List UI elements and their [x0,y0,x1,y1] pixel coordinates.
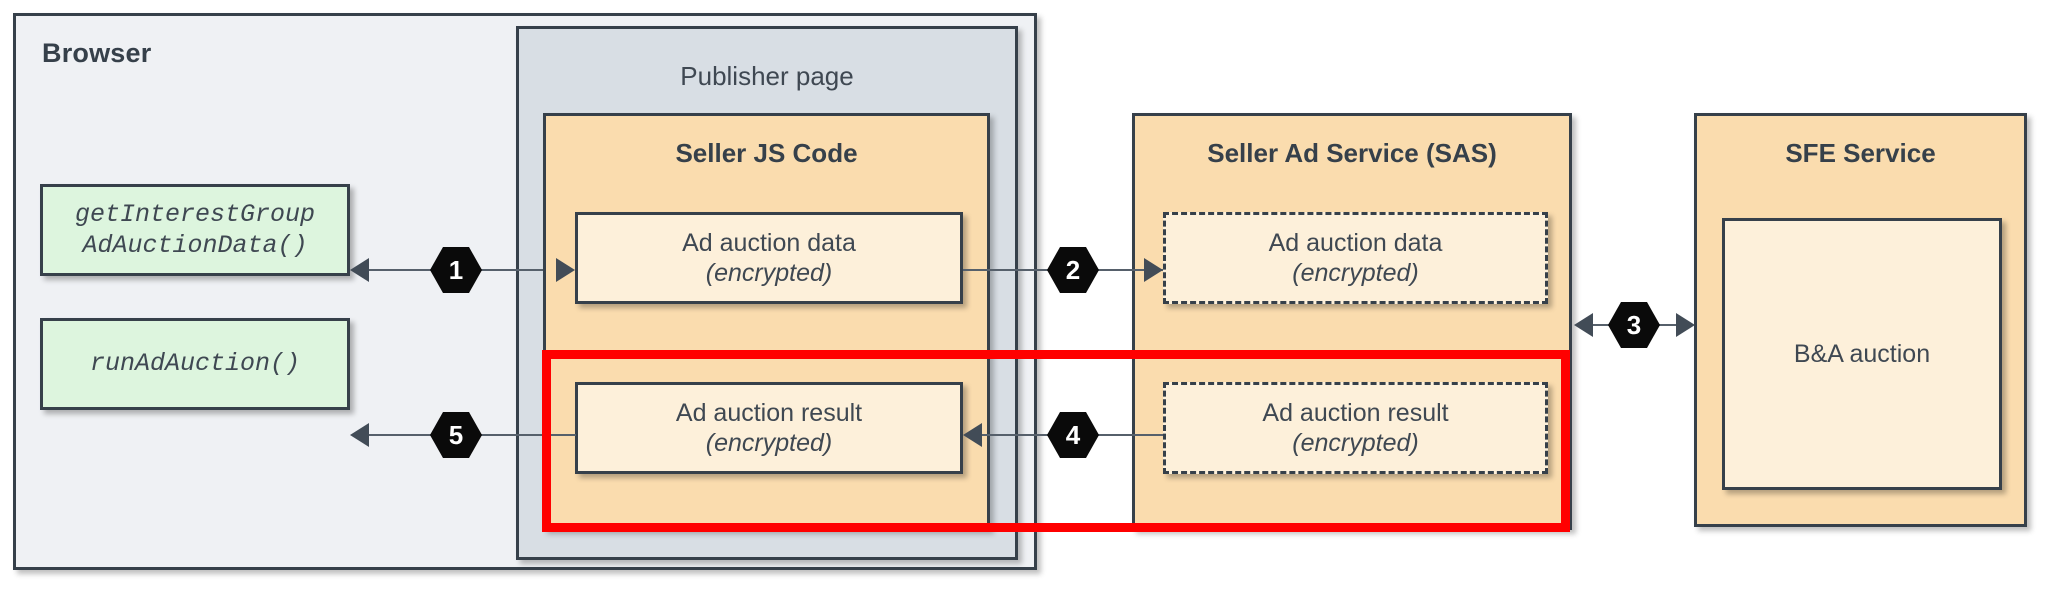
publisher-page-title: Publisher page [680,61,854,91]
card-sas-ad-auction-result: Ad auction result (encrypted) [1163,382,1548,474]
arrowhead-step-2-right [1144,258,1163,282]
card-subtitle: (encrypted) [1292,429,1419,457]
seller-ad-service-title: Seller Ad Service (SAS) [1207,138,1497,168]
card-title: B&A auction [1793,339,1931,368]
step-number: 1 [448,254,464,285]
arrowhead-step-5-left [350,423,369,447]
step-number: 4 [1065,419,1081,450]
card-subtitle: (encrypted) [1292,259,1419,287]
card-ba-auction: B&A auction [1722,218,2002,490]
api-label: runAdAuction() [89,349,301,379]
arrowhead-step-4-left [963,423,982,447]
step-number: 5 [448,419,464,450]
card-seller-js-ad-auction-result: Ad auction result (encrypted) [575,382,963,474]
sfe-service-title: SFE Service [1785,138,1936,168]
api-box-get-interest-group-ad-auction-data[interactable]: getInterestGroup AdAuctionData() [40,184,350,276]
api-label: getInterestGroup AdAuctionData() [74,199,316,260]
card-subtitle: (encrypted) [705,429,833,457]
card-subtitle: (encrypted) [705,259,833,287]
api-box-run-ad-auction[interactable]: runAdAuction() [40,318,350,410]
highlight-rectangle [542,350,1570,532]
arrowhead-step-3-right [1676,313,1695,337]
step-badge-3: 3 [1608,302,1660,348]
card-title: Ad auction data [682,228,856,257]
arrowhead-step-1-left [350,258,369,282]
card-title: Ad auction data [1268,228,1443,257]
card-title: Ad auction result [675,398,863,427]
step-badge-2: 2 [1047,247,1099,293]
seller-js-code-title: Seller JS Code [675,138,858,168]
step-number: 2 [1065,254,1081,285]
step-number: 3 [1626,309,1642,340]
card-title: Ad auction result [1262,398,1449,427]
card-sas-ad-auction-data: Ad auction data (encrypted) [1163,212,1548,304]
card-seller-js-ad-auction-data: Ad auction data (encrypted) [575,212,963,304]
arrowhead-step-3-left [1574,313,1593,337]
browser-title: Browser [42,38,152,68]
arrowhead-step-1-right [556,258,575,282]
